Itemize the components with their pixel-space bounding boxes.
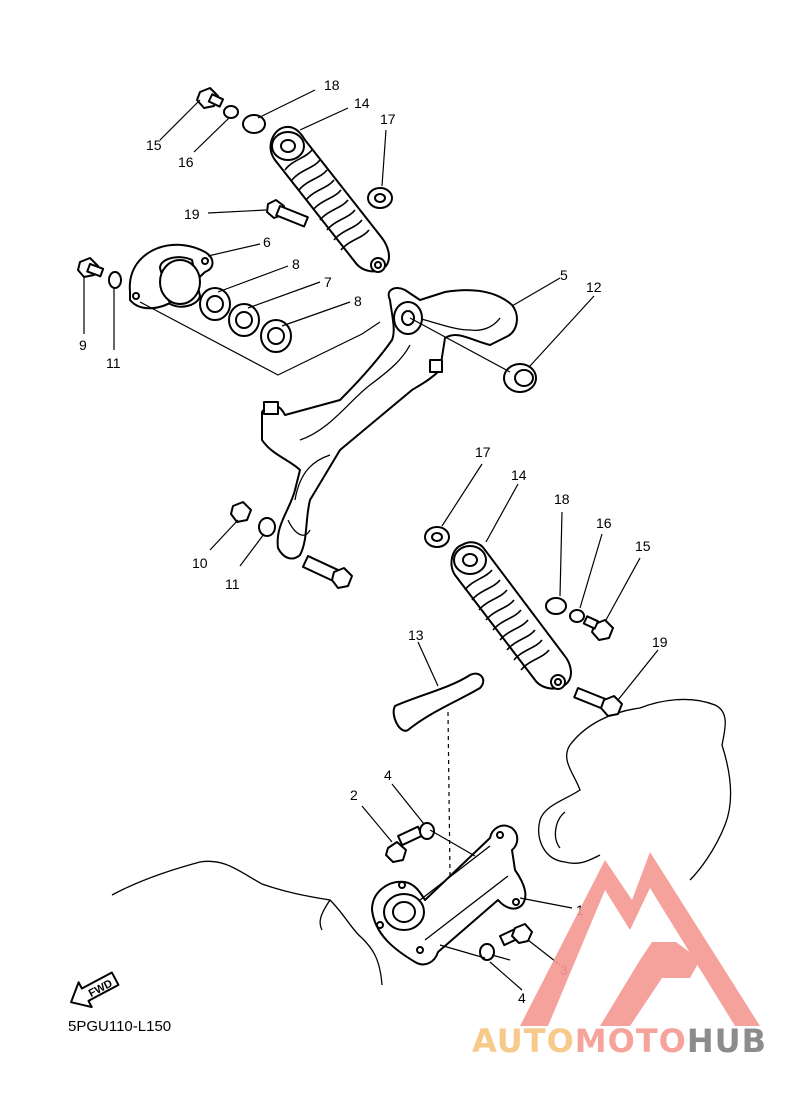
callout-14-lower: 14 xyxy=(511,467,527,483)
assembly-lines xyxy=(139,301,511,961)
bolt-19-upper xyxy=(266,199,309,228)
rear-arm-5 xyxy=(261,287,518,560)
callout-8: 8 xyxy=(292,256,300,272)
bracket-1 xyxy=(371,824,527,966)
washer-11-lower xyxy=(258,517,276,537)
spacer-7 xyxy=(228,303,260,337)
callout-7: 7 xyxy=(324,274,332,290)
callout-17-lower: 17 xyxy=(475,444,491,460)
callout-4-lower: 4 xyxy=(518,990,526,1006)
callout-19-lower: 19 xyxy=(652,634,668,650)
watermark-hub: HUB xyxy=(687,1022,767,1060)
callout-5: 5 xyxy=(560,267,568,283)
washer-11-left xyxy=(108,271,122,289)
bolt-3 xyxy=(498,923,533,947)
washer-16-lower xyxy=(569,609,585,623)
nut-9 xyxy=(77,257,105,278)
bolt-arm-lower xyxy=(301,554,353,589)
callout-14: 14 xyxy=(354,95,370,111)
bolt-15-upper xyxy=(196,87,225,109)
washer-4-lower xyxy=(479,943,495,961)
logo-triangle-inner xyxy=(600,960,700,1026)
nut-10 xyxy=(230,501,252,523)
frame-outline-left xyxy=(111,860,383,986)
watermark-auto: AUTO xyxy=(472,1022,575,1060)
bolt-19-lower xyxy=(573,687,623,717)
shock-absorber-lower xyxy=(450,541,572,690)
callout-11-lower: 11 xyxy=(225,576,240,592)
watermark-text: AUTOMOTOHUB xyxy=(472,1022,767,1060)
bolt-2 xyxy=(385,825,424,863)
bolt-15-lower xyxy=(582,615,614,641)
callout-15-lower: 15 xyxy=(635,538,651,554)
washer-4-upper xyxy=(419,822,435,840)
washer-17-lower xyxy=(424,526,450,548)
watermark-moto: MOTO xyxy=(575,1022,687,1060)
callout-13: 13 xyxy=(408,627,424,643)
leader-lines xyxy=(83,89,659,991)
bearing-8-inner xyxy=(260,319,292,353)
callout-11: 11 xyxy=(106,355,121,371)
logo-triangle-outer xyxy=(520,852,760,1026)
fwd-label: FWD xyxy=(87,978,115,1000)
bracket-6 xyxy=(128,243,214,310)
logo-g-hook xyxy=(640,942,700,960)
label-13 xyxy=(392,672,485,732)
callout-6: 6 xyxy=(263,234,271,250)
washer-18-lower xyxy=(545,597,567,615)
callout-10: 10 xyxy=(192,555,208,571)
watermark-logo xyxy=(520,852,760,1026)
washer-18-upper xyxy=(242,114,266,134)
washer-17-upper xyxy=(367,187,393,209)
callout-15: 15 xyxy=(146,137,162,153)
diagram-code: 5PGU110-L150 xyxy=(68,1018,171,1035)
callout-16-lower: 16 xyxy=(596,515,612,531)
shock-absorber-upper xyxy=(269,125,390,273)
bearing-8-outer xyxy=(199,287,231,321)
fwd-arrow: FWD xyxy=(70,971,120,1009)
callout-19: 19 xyxy=(184,206,200,222)
callout-18: 18 xyxy=(324,77,340,93)
callout-17: 17 xyxy=(380,111,396,127)
washer-16-upper xyxy=(223,105,239,119)
callout-numbers: 18 14 17 15 16 19 6 8 7 8 9 11 5 12 10 1… xyxy=(79,77,668,1006)
callout-8-lower: 8 xyxy=(354,293,362,309)
callout-16: 16 xyxy=(178,154,194,170)
callout-18-lower: 18 xyxy=(554,491,570,507)
engine-case-outline xyxy=(538,698,732,881)
bushing-12 xyxy=(503,363,537,393)
callout-4: 4 xyxy=(384,767,392,783)
callout-2: 2 xyxy=(350,787,358,803)
callout-12: 12 xyxy=(586,279,602,295)
callout-9: 9 xyxy=(79,337,87,353)
